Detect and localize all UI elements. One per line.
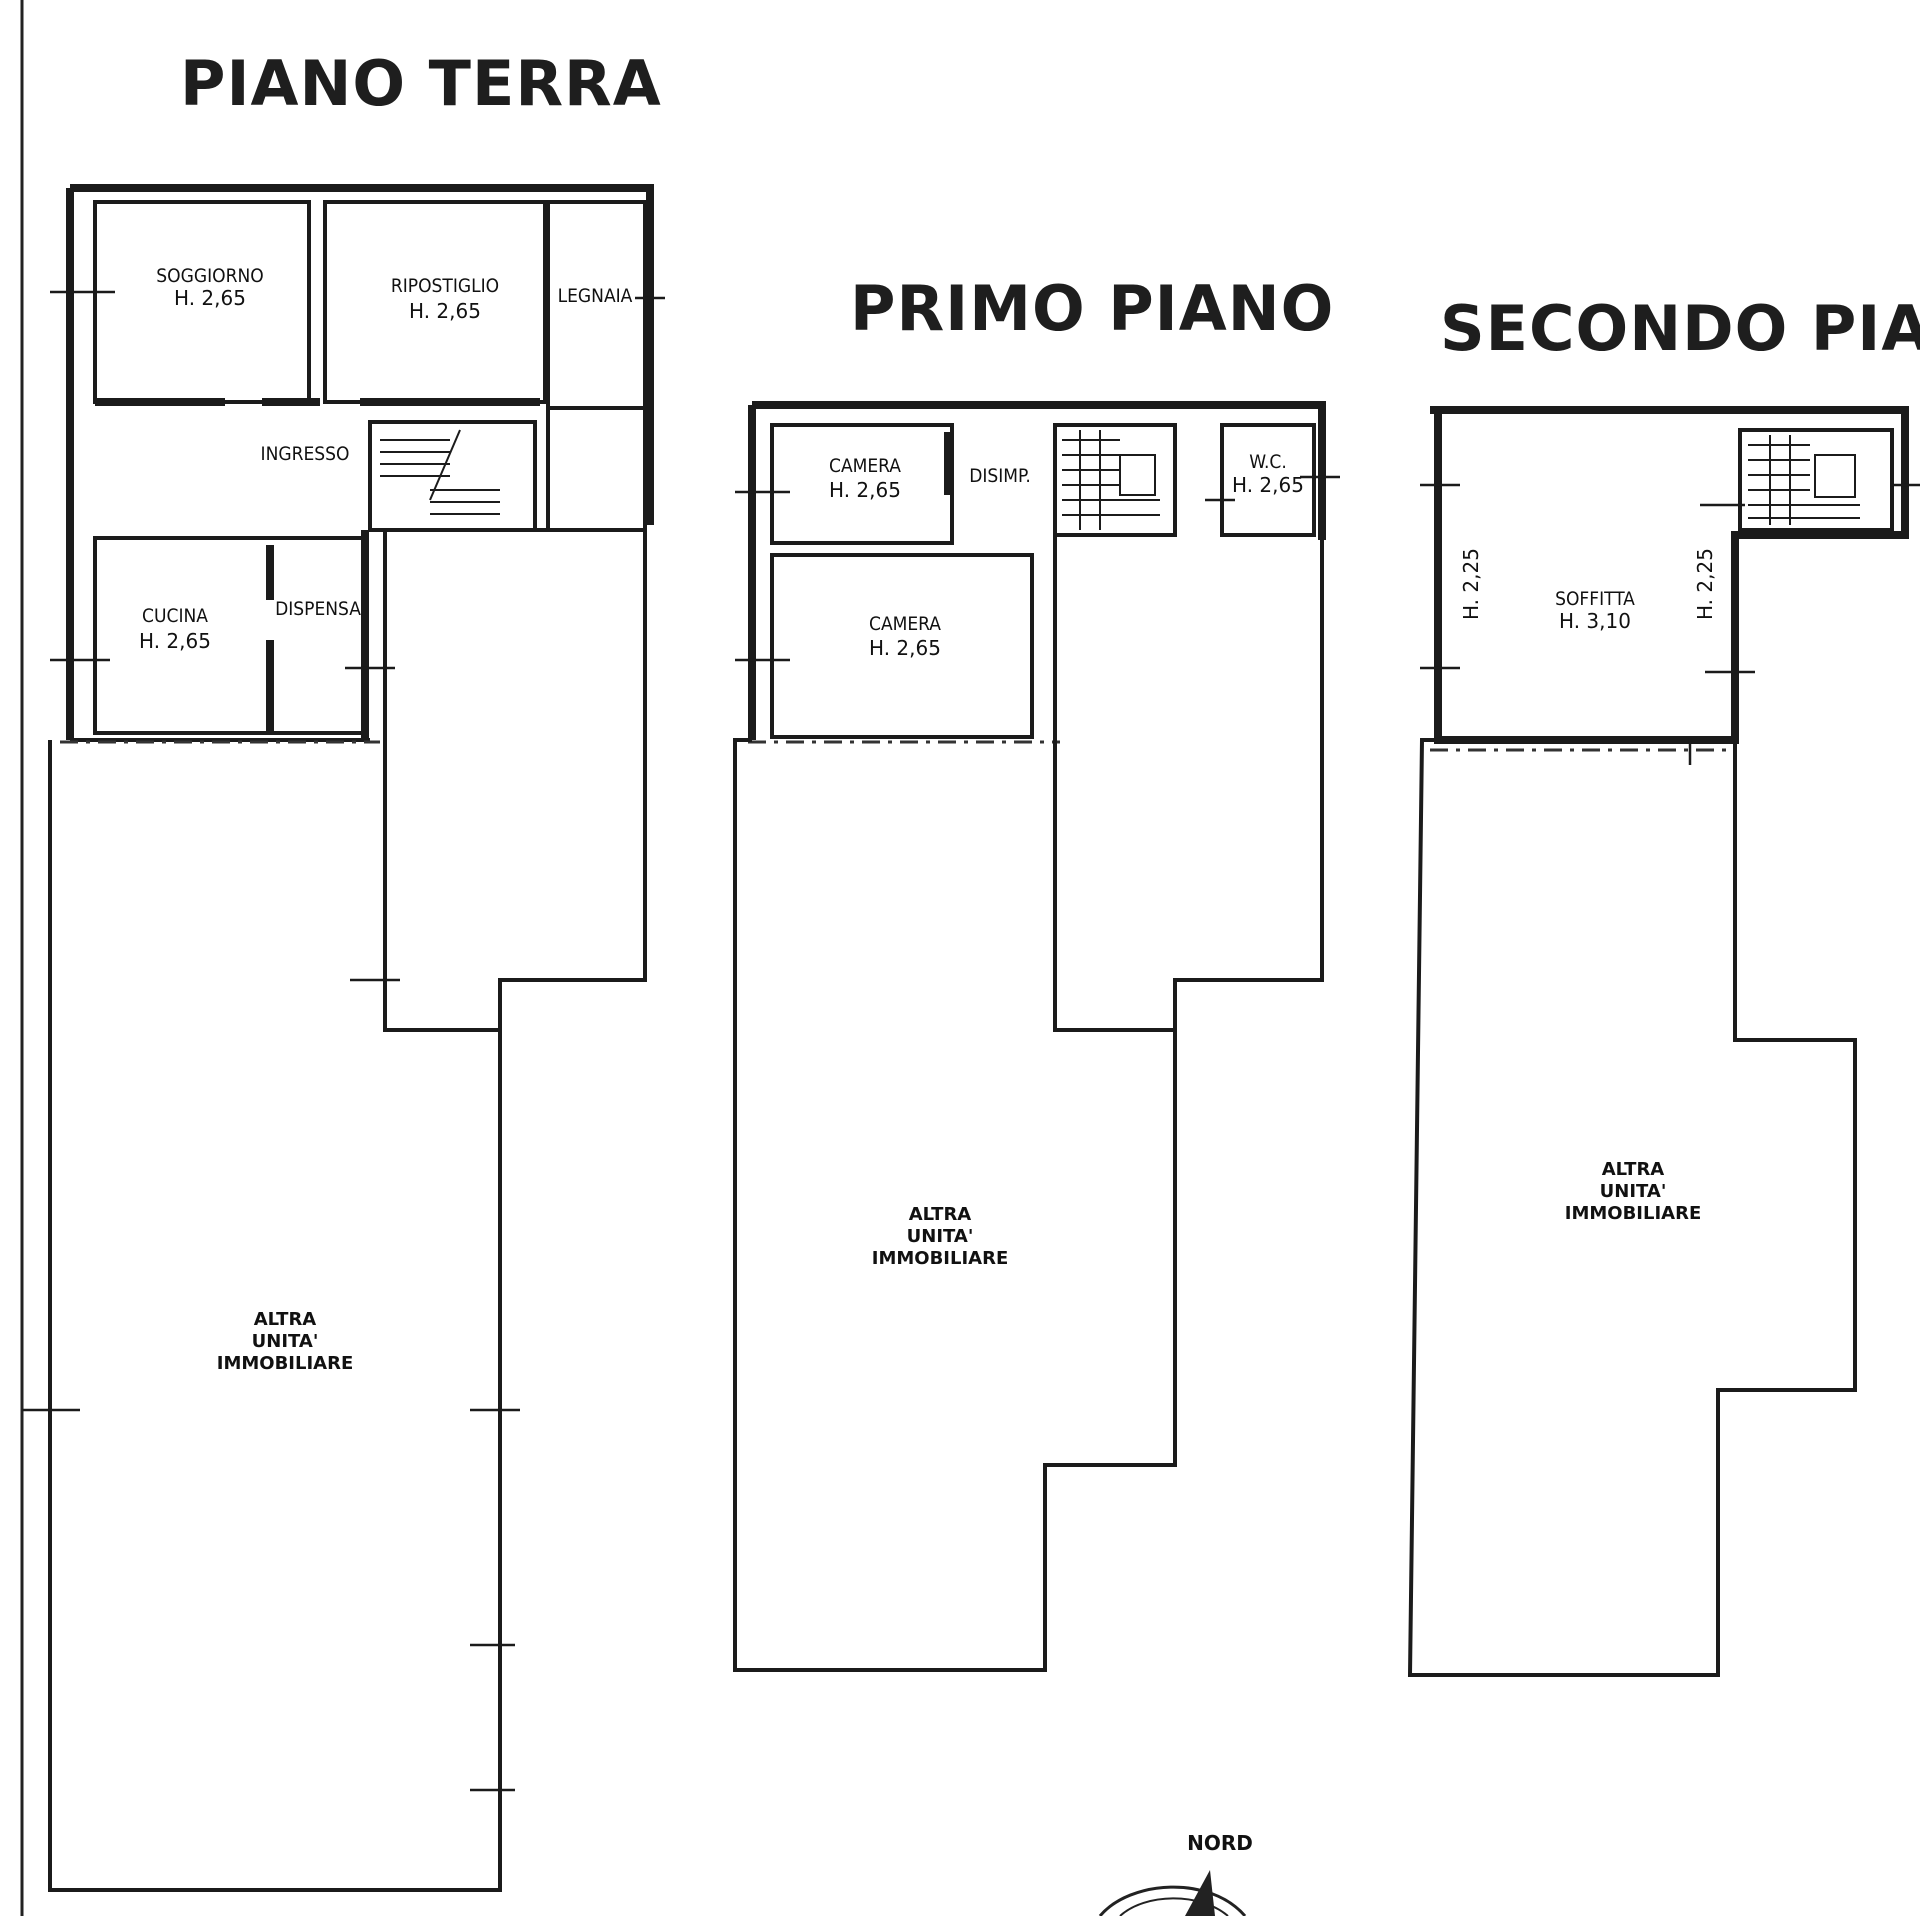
first-other-unit-line2: UNITA' bbox=[907, 1226, 974, 1247]
first-stair-icon bbox=[1062, 430, 1160, 530]
ground-floor-title: PIANO TERRA bbox=[180, 47, 662, 120]
ground-ingresso-label: INGRESSO bbox=[261, 443, 350, 465]
first-wc-height: H. 2,65 bbox=[1232, 473, 1304, 497]
ground-other-unit-step bbox=[385, 528, 647, 1030]
first-wc-walls bbox=[1220, 423, 1316, 537]
first-wc-label: W.C. bbox=[1249, 451, 1287, 473]
ground-other-unit-line1: ALTRA bbox=[254, 1309, 317, 1330]
first-disimp-label: DISIMP. bbox=[969, 465, 1031, 487]
ground-cucina-label: CUCINA bbox=[142, 605, 208, 627]
first-stair-well bbox=[1053, 423, 1177, 537]
first-camera2-label: CAMERA bbox=[869, 613, 941, 635]
ground-soggiorno-height: H. 2,65 bbox=[174, 286, 246, 310]
second-right-height: H. 2,25 bbox=[1693, 548, 1717, 620]
ground-other-unit-line2: UNITA' bbox=[252, 1331, 319, 1352]
north-arrow-icon bbox=[1098, 1870, 1247, 1916]
second-other-unit-line3: IMMOBILIARE bbox=[1565, 1203, 1702, 1224]
first-other-unit-step bbox=[1053, 535, 1175, 1032]
second-other-unit-line1: ALTRA bbox=[1602, 1159, 1665, 1180]
ground-stair-icon bbox=[380, 429, 500, 515]
ground-ripostiglio-height: H. 2,65 bbox=[409, 299, 481, 323]
first-other-unit-line3: IMMOBILIARE bbox=[872, 1248, 1009, 1269]
ground-legnaia-label: LEGNAIA bbox=[558, 285, 633, 307]
first-camera1-height: H. 2,65 bbox=[829, 478, 901, 502]
ground-outer-wall-top bbox=[70, 184, 654, 525]
north-label: NORD bbox=[1187, 1831, 1253, 1855]
first-floor-title: PRIMO PIANO bbox=[850, 272, 1334, 345]
ground-other-unit-line3: IMMOBILIARE bbox=[217, 1353, 354, 1374]
first-floor-plan bbox=[733, 401, 1340, 1672]
second-floor-title: SECONDO PIANO bbox=[1440, 292, 1920, 365]
ground-soggiorno-label: SOGGIORNO bbox=[156, 265, 263, 287]
first-camera2-height: H. 2,65 bbox=[869, 636, 941, 660]
ground-cucina-height: H. 2,65 bbox=[139, 629, 211, 653]
ground-legnaia-walls bbox=[546, 200, 647, 532]
first-camera2-walls bbox=[770, 553, 1034, 739]
second-stair-well bbox=[1738, 428, 1894, 532]
second-soffitta-label: SOFFITTA bbox=[1555, 588, 1635, 610]
ground-floor-plan bbox=[22, 184, 665, 1892]
first-other-unit-outline bbox=[733, 540, 1324, 1672]
ground-cucina-walls bbox=[93, 536, 367, 735]
ground-other-unit-outline bbox=[48, 530, 502, 1892]
second-left-height: H. 2,25 bbox=[1459, 548, 1483, 620]
second-floor-plan bbox=[1407, 406, 1920, 1677]
ground-ripostiglio-label: RIPOSTIGLIO bbox=[391, 275, 499, 297]
first-camera1-label: CAMERA bbox=[829, 455, 901, 477]
second-other-unit-outline bbox=[1407, 738, 1857, 1677]
first-outer-wall-top bbox=[752, 401, 1326, 540]
second-soffitta-height: H. 3,10 bbox=[1559, 609, 1631, 633]
first-other-unit-line1: ALTRA bbox=[909, 1204, 972, 1225]
ground-dispensa-label: DISPENSA bbox=[275, 598, 361, 620]
second-stair-icon bbox=[1748, 435, 1860, 525]
second-other-unit-line2: UNITA' bbox=[1600, 1181, 1667, 1202]
second-soffitta-walls bbox=[1430, 406, 1909, 744]
